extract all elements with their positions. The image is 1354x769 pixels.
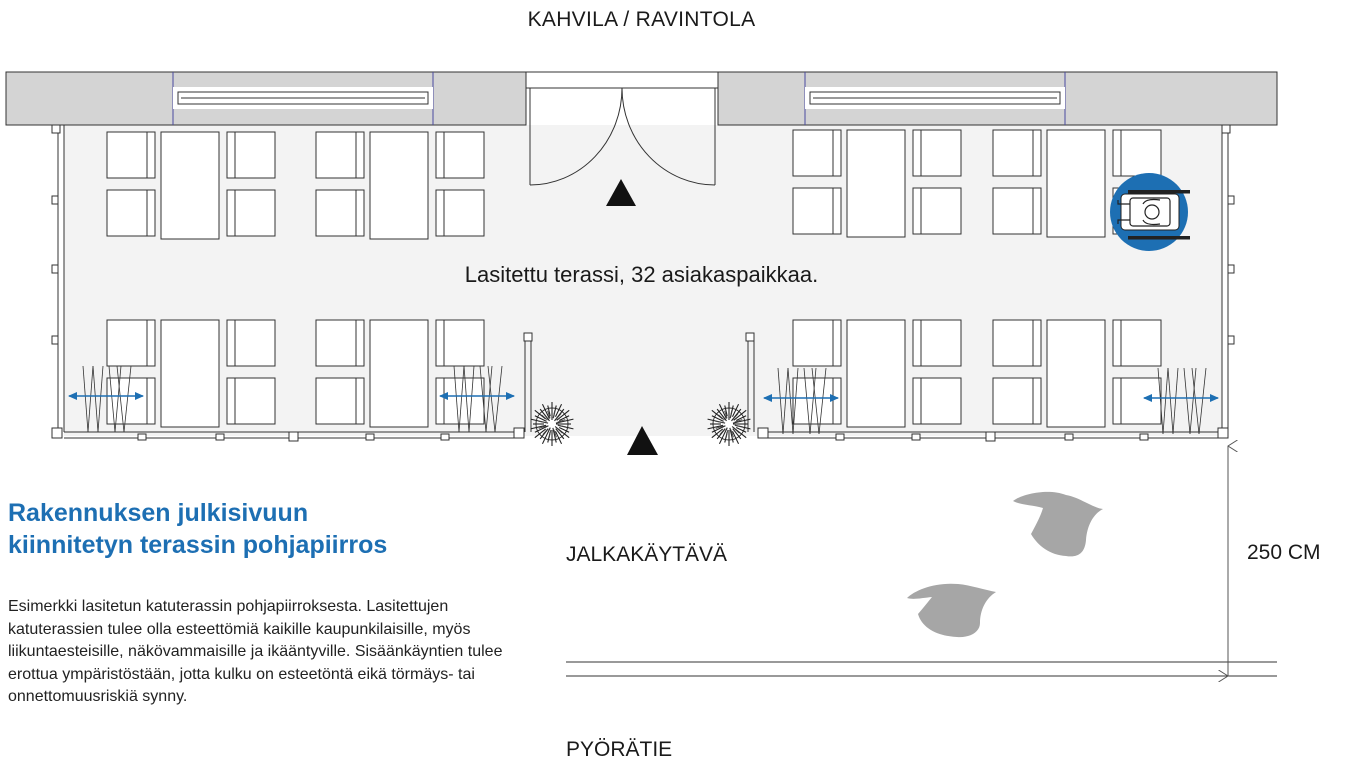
table-group bbox=[106, 131, 276, 240]
building-label: KAHVILA / RAVINTOLA bbox=[527, 8, 756, 31]
terrace-glazing bbox=[51, 124, 1235, 442]
plant-icon bbox=[530, 402, 574, 446]
chair bbox=[1112, 319, 1162, 367]
chair bbox=[226, 377, 276, 425]
chair bbox=[435, 189, 485, 237]
wheelchair-icon bbox=[1110, 173, 1190, 251]
chair bbox=[106, 319, 156, 367]
description-text: Esimerkki lasitetun katuterassin pohjapi… bbox=[8, 598, 503, 705]
entrance-triangle-icon bbox=[606, 179, 636, 206]
door-swing bbox=[439, 365, 515, 433]
chair bbox=[992, 377, 1042, 425]
door-swing bbox=[1143, 367, 1219, 435]
chair bbox=[912, 377, 962, 425]
chair bbox=[106, 131, 156, 179]
chair bbox=[992, 319, 1042, 367]
chair bbox=[315, 377, 365, 425]
chair bbox=[992, 187, 1042, 235]
table bbox=[160, 131, 220, 240]
chair bbox=[106, 189, 156, 237]
building-entrance-doors bbox=[525, 71, 719, 186]
heading-line-2: kiinnitetyn terassin pohjapiirros bbox=[8, 531, 388, 559]
walkway-label: JALKAKÄYTÄVÄ bbox=[566, 543, 728, 566]
chair bbox=[1112, 129, 1162, 177]
chair bbox=[435, 319, 485, 367]
chair bbox=[912, 187, 962, 235]
door-swing bbox=[763, 367, 839, 435]
chair bbox=[106, 377, 156, 425]
plant-icon bbox=[707, 402, 751, 446]
table-group bbox=[315, 319, 485, 428]
table-group bbox=[315, 131, 485, 240]
table bbox=[1046, 129, 1106, 238]
dimension-label: 250 CM bbox=[1247, 541, 1321, 564]
section-heading: Rakennuksen julkisivuun kiinnitetyn tera… bbox=[8, 497, 387, 561]
door-swing bbox=[68, 365, 144, 433]
facade-window-left bbox=[173, 87, 433, 109]
table bbox=[369, 131, 429, 240]
table bbox=[1046, 319, 1106, 428]
entrance-triangle-icon bbox=[627, 426, 658, 455]
table bbox=[160, 319, 220, 428]
chair bbox=[315, 319, 365, 367]
chair bbox=[792, 319, 842, 367]
pedestrian-icon bbox=[907, 583, 996, 638]
heading-line-1: Rakennuksen julkisivuun bbox=[8, 499, 309, 527]
table-group bbox=[992, 319, 1162, 428]
chair bbox=[992, 129, 1042, 177]
table-group bbox=[792, 129, 962, 238]
chair bbox=[226, 319, 276, 367]
pedestrian-icon bbox=[1013, 491, 1103, 557]
chair bbox=[792, 187, 842, 235]
facade-window-right bbox=[805, 87, 1065, 109]
chair bbox=[315, 189, 365, 237]
table bbox=[846, 319, 906, 428]
table-group bbox=[106, 319, 276, 428]
bike-path-label: PYÖRÄTIE bbox=[566, 738, 673, 761]
table bbox=[846, 129, 906, 238]
chair bbox=[226, 131, 276, 179]
chair bbox=[435, 131, 485, 179]
chair bbox=[226, 189, 276, 237]
chair bbox=[1112, 377, 1162, 425]
terrace-label: Lasitettu terassi, 32 asiakaspaikkaa. bbox=[464, 262, 819, 287]
chair bbox=[315, 131, 365, 179]
chair bbox=[792, 129, 842, 177]
table bbox=[369, 319, 429, 428]
chair bbox=[912, 129, 962, 177]
chair bbox=[912, 319, 962, 367]
